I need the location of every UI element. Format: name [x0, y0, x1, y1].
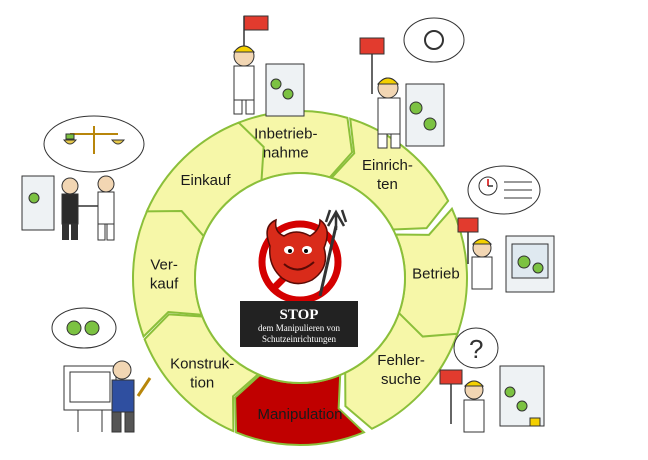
segment-label-konstruktion: Konstruk-tion — [170, 355, 234, 391]
devil-icon — [258, 209, 348, 304]
confused-worker-icon — [359, 17, 465, 149]
segment-label-line: kauf — [150, 275, 179, 292]
worker-with-checklist-icon — [457, 165, 555, 293]
segment-label-line: ten — [377, 176, 398, 193]
stop-banner — [240, 301, 358, 347]
stop-title: STOP — [280, 307, 319, 323]
segment-label-einkauf: Einkauf — [181, 172, 232, 189]
segment-label-line: tion — [190, 374, 214, 391]
segment-label-line: suche — [381, 371, 421, 388]
svg-text:?: ? — [469, 334, 483, 364]
segment-label-line: Inbetrieb- — [254, 126, 317, 143]
worker-with-flag-icon — [232, 15, 305, 117]
stop-line-1: dem Manipulieren von — [258, 323, 340, 333]
segment-label-verkauf: Ver-kauf — [150, 256, 179, 292]
segment-label-line: Konstruk- — [170, 355, 234, 372]
segment-label-line: Betrieb — [412, 265, 460, 282]
segment-label-line: Fehler- — [377, 352, 425, 369]
segment-label-line: Einkauf — [181, 172, 232, 189]
segment-label-line: Ver- — [150, 256, 178, 273]
question-worker-icon: ? — [439, 327, 545, 433]
segment-label-inbetriebnahme: Inbetrieb-nahme — [254, 126, 317, 162]
segment-label-fehlersuche: Fehler-suche — [377, 352, 425, 388]
engineer-drawing-icon — [51, 307, 152, 433]
handshake-scale-icon — [21, 115, 145, 241]
segment-label-line: Manipulation — [257, 406, 342, 423]
segment-label-manipulation: Manipulation — [257, 406, 342, 423]
segment-label-betrieb: Betrieb — [412, 265, 460, 282]
stop-emblem: STOP dem Manipulieren von Schutzeinricht… — [240, 209, 358, 347]
segment-label-line: nahme — [263, 145, 309, 162]
stop-line-2: Schutzeinrichtungen — [262, 334, 336, 344]
segment-labels: Inbetrieb-nahmeEinrich-tenBetriebFehler-… — [150, 126, 460, 423]
segment-label-einrichten: Einrich-ten — [362, 157, 413, 193]
segment-label-line: Einrich- — [362, 157, 413, 174]
